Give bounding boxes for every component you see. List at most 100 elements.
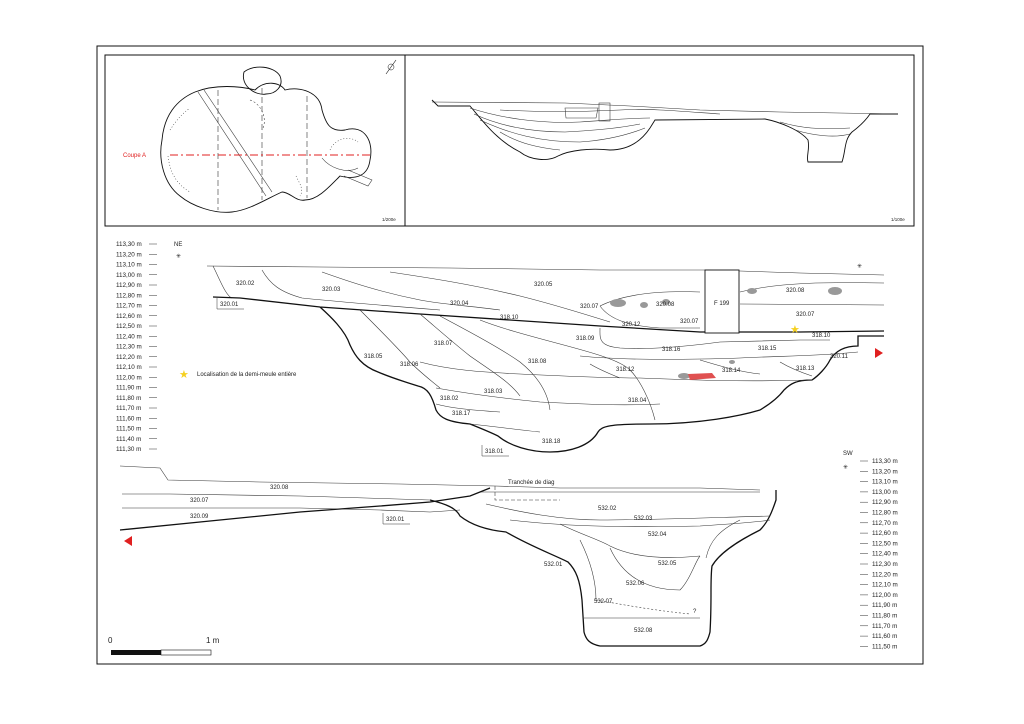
- unit-label: 318.08: [528, 359, 547, 365]
- unit-label: 318.07: [434, 341, 453, 347]
- elevation-label: 111,30 m: [116, 446, 141, 453]
- unit-label: 532.08: [634, 628, 653, 634]
- legend-text: Localisation de la demi-meule entière: [197, 372, 297, 378]
- unit-label: 318.05: [364, 354, 383, 360]
- elevation-label: 112,70 m: [116, 303, 142, 310]
- ne-right-marker-icon: ✳: [857, 263, 862, 270]
- elevation-label: 113,20 m: [872, 468, 898, 475]
- unit-label: 318.18: [542, 439, 561, 445]
- star-marker-icon: ★: [790, 323, 800, 336]
- millstone-shape: [688, 373, 716, 380]
- unit-label: 532.04: [648, 532, 667, 538]
- unit-label: 318.10: [500, 315, 519, 321]
- unit-label: 320.11: [830, 354, 849, 360]
- ne-label: NE: [174, 242, 182, 248]
- unit-label: 318.16: [662, 347, 681, 353]
- elevation-label: 113,10 m: [872, 479, 898, 486]
- elevation-label: 111,80 m: [116, 395, 141, 402]
- elevation-label: 111,70 m: [872, 623, 897, 630]
- elevation-label: 113,20 m: [116, 251, 142, 258]
- elevation-label: 113,30 m: [116, 241, 142, 248]
- scale-bar: 0 1 m: [108, 636, 220, 656]
- unit-label: 318.14: [722, 368, 741, 374]
- elevation-label: 112,20 m: [872, 571, 898, 578]
- elevation-label: 112,50 m: [872, 540, 898, 547]
- elevation-label: 112,40 m: [116, 333, 142, 340]
- unit-label: 532.01: [544, 562, 563, 568]
- unit-label: 320.08: [786, 288, 805, 294]
- unit-bracket: [481, 445, 509, 457]
- unit-label: 532.06: [626, 581, 645, 587]
- elevation-label: 112,40 m: [872, 551, 898, 558]
- trench-label: Tranchée de diag: [508, 480, 554, 486]
- elevation-label: 111,50 m: [872, 643, 897, 650]
- elevation-label: 111,70 m: [116, 405, 141, 412]
- elevation-label: 112,30 m: [116, 344, 142, 351]
- elevation-label: 111,40 m: [116, 436, 141, 443]
- elevation-label: 112,00 m: [872, 592, 898, 599]
- elevation-label: 113,00 m: [872, 489, 898, 496]
- unit-label: 320.07: [680, 319, 699, 325]
- unit-label: 320.07: [190, 498, 209, 504]
- unit-label: 320.04: [450, 301, 469, 307]
- unit-label: 318.09: [576, 336, 595, 342]
- north-arrow-icon: [385, 59, 397, 75]
- scale-start: 0: [108, 636, 113, 645]
- elevation-label: 112,00 m: [116, 374, 142, 381]
- elevation-label: 111,60 m: [872, 633, 897, 640]
- unit-bracket: [382, 513, 410, 525]
- unit-label: 320.01: [220, 302, 239, 308]
- ne-marker-icon: ✳: [176, 253, 181, 260]
- unit-label: 320.07: [796, 312, 815, 318]
- plan-scale: 1/200e: [382, 217, 396, 222]
- unit-label: 318.15: [758, 346, 777, 352]
- elevation-label: 112,60 m: [872, 530, 898, 537]
- elevation-label: 113,30 m: [872, 458, 898, 465]
- elevation-label: 111,90 m: [872, 602, 897, 609]
- scale-end: 1 m: [206, 636, 220, 645]
- right-arrow-icon: [875, 348, 883, 358]
- unit-label: 318.17: [452, 411, 471, 417]
- elevation-label: 112,90 m: [872, 499, 898, 506]
- unit-label: 532.07: [594, 599, 613, 605]
- elevation-label: 111,80 m: [872, 613, 897, 620]
- plan-view: Coupe A 1/200e: [123, 59, 397, 222]
- elevation-label: 112,80 m: [116, 292, 142, 299]
- unit-label: 318.04: [628, 398, 647, 404]
- sw-label: SW: [843, 451, 853, 457]
- unit-label: 320.05: [534, 282, 553, 288]
- elevation-label: 112,80 m: [872, 510, 898, 517]
- profile-scale: 1/100e: [891, 217, 905, 222]
- unit-label: 318.01: [485, 449, 504, 455]
- unit-label: 320.08: [656, 302, 675, 308]
- elevation-label: 112,60 m: [116, 313, 142, 320]
- unit-label: 320.07: [580, 304, 599, 310]
- plan-inset-frame: [104, 54, 406, 227]
- unit-label: 532.05: [658, 561, 677, 567]
- unit-label: 318.13: [796, 366, 815, 372]
- unit-label: 318.03: [484, 389, 503, 395]
- sw-marker-icon: ✳: [843, 464, 848, 471]
- unit-label: 320.09: [190, 514, 209, 520]
- feature-label: F 199: [714, 301, 730, 307]
- left-arrow-icon: [124, 536, 132, 546]
- unit-label: 318.12: [616, 367, 635, 373]
- unit-label: 320.03: [322, 287, 341, 293]
- profile-inset-frame: [404, 54, 915, 227]
- elevation-label: 112,10 m: [872, 582, 898, 589]
- unit-bracket: [216, 298, 244, 310]
- elevation-label: 112,70 m: [872, 520, 898, 527]
- section-a-label: Coupe A: [123, 153, 146, 159]
- elevation-label: 111,50 m: [116, 426, 141, 433]
- unit-label: 320.01: [386, 517, 405, 523]
- unit-label: 318.06: [400, 362, 419, 368]
- outer-frame: [96, 45, 924, 665]
- elevation-label: 111,90 m: [116, 385, 141, 392]
- unit-label: 320.08: [270, 485, 289, 491]
- elevation-label: 112,20 m: [116, 354, 142, 361]
- legend-star-icon: ★: [179, 368, 189, 381]
